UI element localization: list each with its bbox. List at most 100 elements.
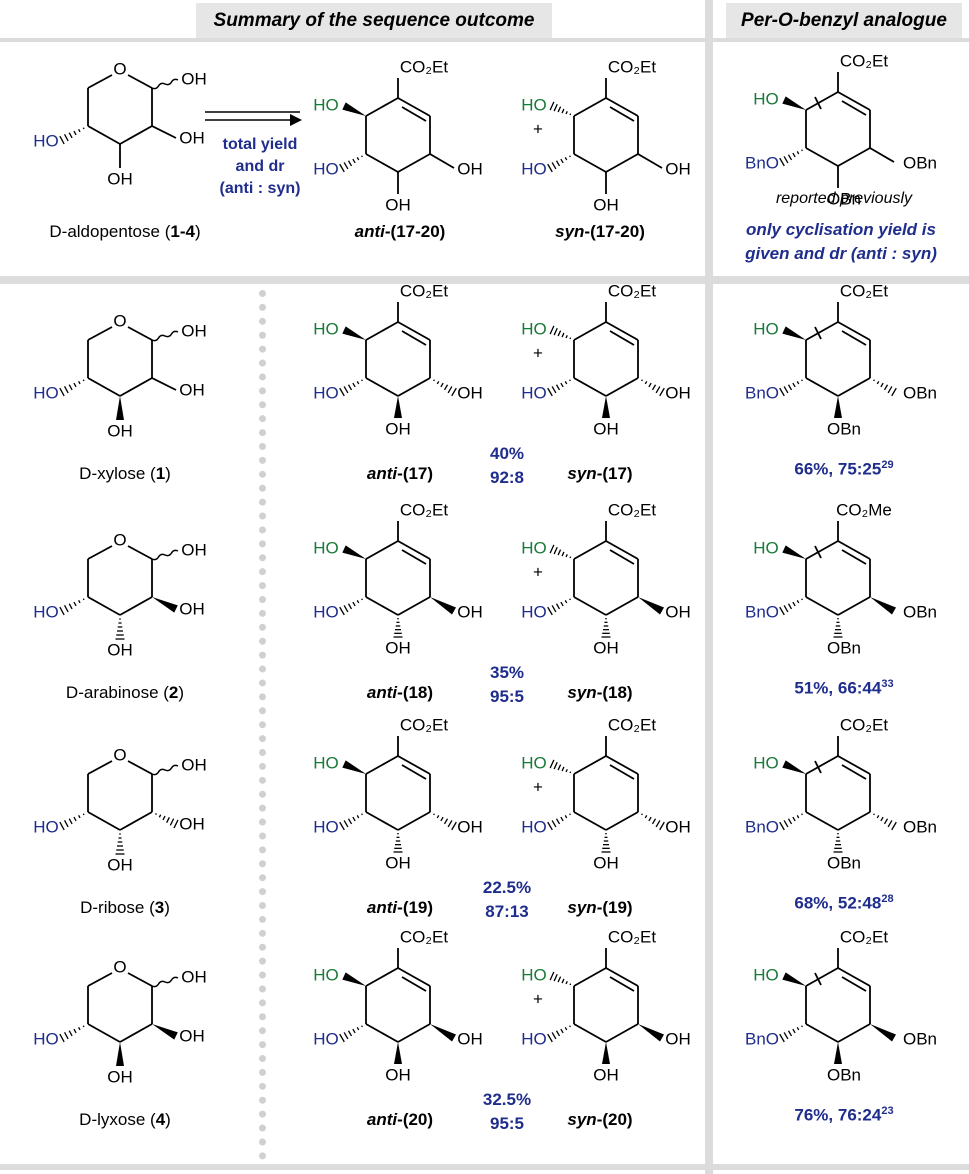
ester-label: CO₂Et [400,927,448,946]
bond [573,377,607,397]
bond [127,74,153,89]
benzyloxy-right: OBn [903,817,937,836]
c4-bond [602,396,610,418]
c3-bond [873,813,897,831]
summary-header: Summary of the sequence outcome [196,3,552,39]
ho-bond [549,544,572,559]
plus-sign-top: + [533,119,543,138]
bond [87,326,113,341]
hydroxyl-right: OH [665,817,691,836]
allylic-hydroxyl: HO [521,95,547,114]
bond [573,596,607,616]
allylic-hydroxyl: HO [313,538,339,557]
bond [837,596,871,616]
ester-label: CO₂Et [840,715,888,734]
bond [87,972,113,987]
c4-bond [394,396,402,418]
hydroxyl-bottom: OH [385,853,411,872]
benzyloxy-left: BnO [745,602,779,621]
allylic-hydroxyl: HO [313,95,339,114]
syn-range-caption: syn-(17-20) [555,222,645,241]
bond [605,321,639,341]
hydroxyl-bottom: OH [385,419,411,438]
bond [127,326,153,341]
sugar-caption-1: D-xylose (1) [79,464,171,483]
syn-caption-2: syn-(18) [567,683,633,702]
ho-bond [782,972,806,986]
bond [837,811,871,831]
ester-label: CO₂Et [840,51,888,70]
bond [837,755,871,775]
plus-sign-3: + [533,777,543,796]
literature-result-4: 76%, 76:2423 [794,1105,894,1125]
anomeric-hydroxyl: OH [181,967,207,986]
c3-bond [641,379,665,397]
benzyloxy-left: BnO [745,383,779,402]
c4-bond [834,1042,842,1064]
hydroxyl-bottom: OH [593,853,619,872]
c3-bond [869,147,895,163]
bond [365,1023,399,1043]
bond [837,967,871,987]
literature-result-1: 66%, 75:2529 [794,459,894,479]
c4-bond [59,813,85,831]
bond [87,1023,121,1043]
c3-hydroxyl: OH [107,169,133,188]
bond [573,755,607,775]
c3-hydroxyl: OH [107,855,133,874]
c3-bond [433,379,457,397]
anti-caption-1: anti-(17) [366,464,434,483]
benzyloxy-right: OBn [903,602,937,621]
bond [119,596,153,616]
c3-bond [116,396,124,420]
bond [837,321,871,341]
c5-bond [339,155,363,173]
alkene-double-bond [401,976,427,992]
c4-bond [394,1042,402,1064]
bond [87,760,113,775]
ester-label: CO₂Et [840,927,888,946]
c2-hydroxyl: OH [179,380,205,399]
bond [365,97,399,117]
bond [397,1023,431,1043]
hydroxyl-left: HO [521,383,547,402]
column-divider [705,0,713,1174]
hydroxyl-bottom: OH [593,638,619,657]
bond [805,1023,839,1043]
bond [127,545,153,560]
bond [605,596,639,616]
hydroxyl-right: OH [665,383,691,402]
anomeric-hydroxyl: OH [181,321,207,340]
alkene-double-bond [609,330,635,346]
c5-bond [339,598,363,616]
bond [605,540,639,560]
hydroxyl-left: HO [521,159,547,178]
ho-bond [782,326,806,340]
c3-bond [429,153,455,169]
bond [805,321,839,341]
anomeric-hydroxyl: OH [181,540,207,559]
c2-hydroxyl: OH [179,128,205,147]
alkene-double-bond [841,976,867,992]
hydroxyl-bottom: OH [593,1065,619,1084]
benzyloxy-right: OBn [903,1029,937,1048]
hydroxyl-left: HO [521,1029,547,1048]
allylic-hydroxyl: HO [313,319,339,338]
benzyloxy-right: OBn [903,383,937,402]
bond [365,755,399,775]
c4-bond [59,1025,85,1043]
bond [837,91,871,111]
benzyloxy-left: BnO [745,817,779,836]
plus-sign-4: + [533,989,543,1008]
bond [573,540,607,560]
yield-dr-2: 35%95:5 [489,663,525,706]
alkene-double-bond [609,764,635,780]
benzyloxy-bottom: OBn [827,189,861,208]
